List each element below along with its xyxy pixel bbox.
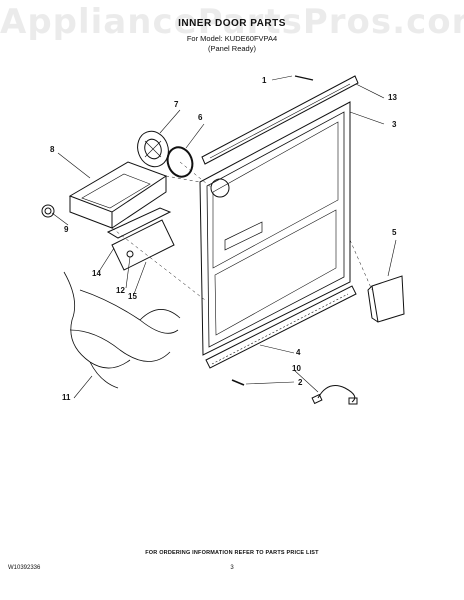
callout-11: 11 bbox=[62, 393, 71, 402]
vent-screw bbox=[294, 75, 314, 81]
callout-7: 7 bbox=[174, 100, 179, 109]
callout-1: 1 bbox=[262, 76, 267, 85]
watermark: AppliancePartsPros.com bbox=[0, 2, 464, 42]
callout-2: 2 bbox=[298, 378, 303, 387]
callout-14: 14 bbox=[92, 269, 101, 278]
board-cover bbox=[111, 219, 175, 271]
callout-12: 12 bbox=[116, 286, 125, 295]
callout-5: 5 bbox=[392, 228, 397, 237]
callout-9: 9 bbox=[64, 225, 69, 234]
callout-8: 8 bbox=[50, 145, 55, 154]
page-number: 3 bbox=[230, 565, 234, 571]
vent-strip bbox=[201, 75, 359, 165]
detergent-opening bbox=[210, 178, 230, 198]
callout-15: 15 bbox=[128, 292, 137, 301]
control-board bbox=[106, 207, 172, 239]
mounting-screw bbox=[126, 250, 134, 258]
bottom-rail bbox=[205, 285, 357, 369]
inner-door-panel bbox=[199, 101, 351, 356]
callout-4: 4 bbox=[296, 348, 301, 357]
callout-3: 3 bbox=[392, 120, 397, 129]
main-wiring-harness bbox=[63, 271, 181, 389]
hinge-screw bbox=[231, 379, 245, 386]
variant-line: (Panel Ready) bbox=[208, 44, 256, 53]
document-number: W10392336 bbox=[8, 565, 41, 571]
vent-assembly bbox=[371, 275, 405, 323]
gasket bbox=[166, 146, 194, 178]
dispenser bbox=[137, 130, 169, 168]
model-line: For Model: KUDE60FVPA4 bbox=[186, 34, 278, 43]
callout-10: 10 bbox=[292, 364, 301, 373]
ordering-note: FOR ORDERING INFORMATION REFER TO PARTS … bbox=[145, 550, 319, 556]
control-console bbox=[68, 161, 168, 213]
callout-6: 6 bbox=[198, 113, 203, 122]
control-knob bbox=[41, 204, 55, 218]
callout-13: 13 bbox=[388, 93, 397, 102]
diagram-title: INNER DOOR PARTS bbox=[178, 18, 286, 29]
